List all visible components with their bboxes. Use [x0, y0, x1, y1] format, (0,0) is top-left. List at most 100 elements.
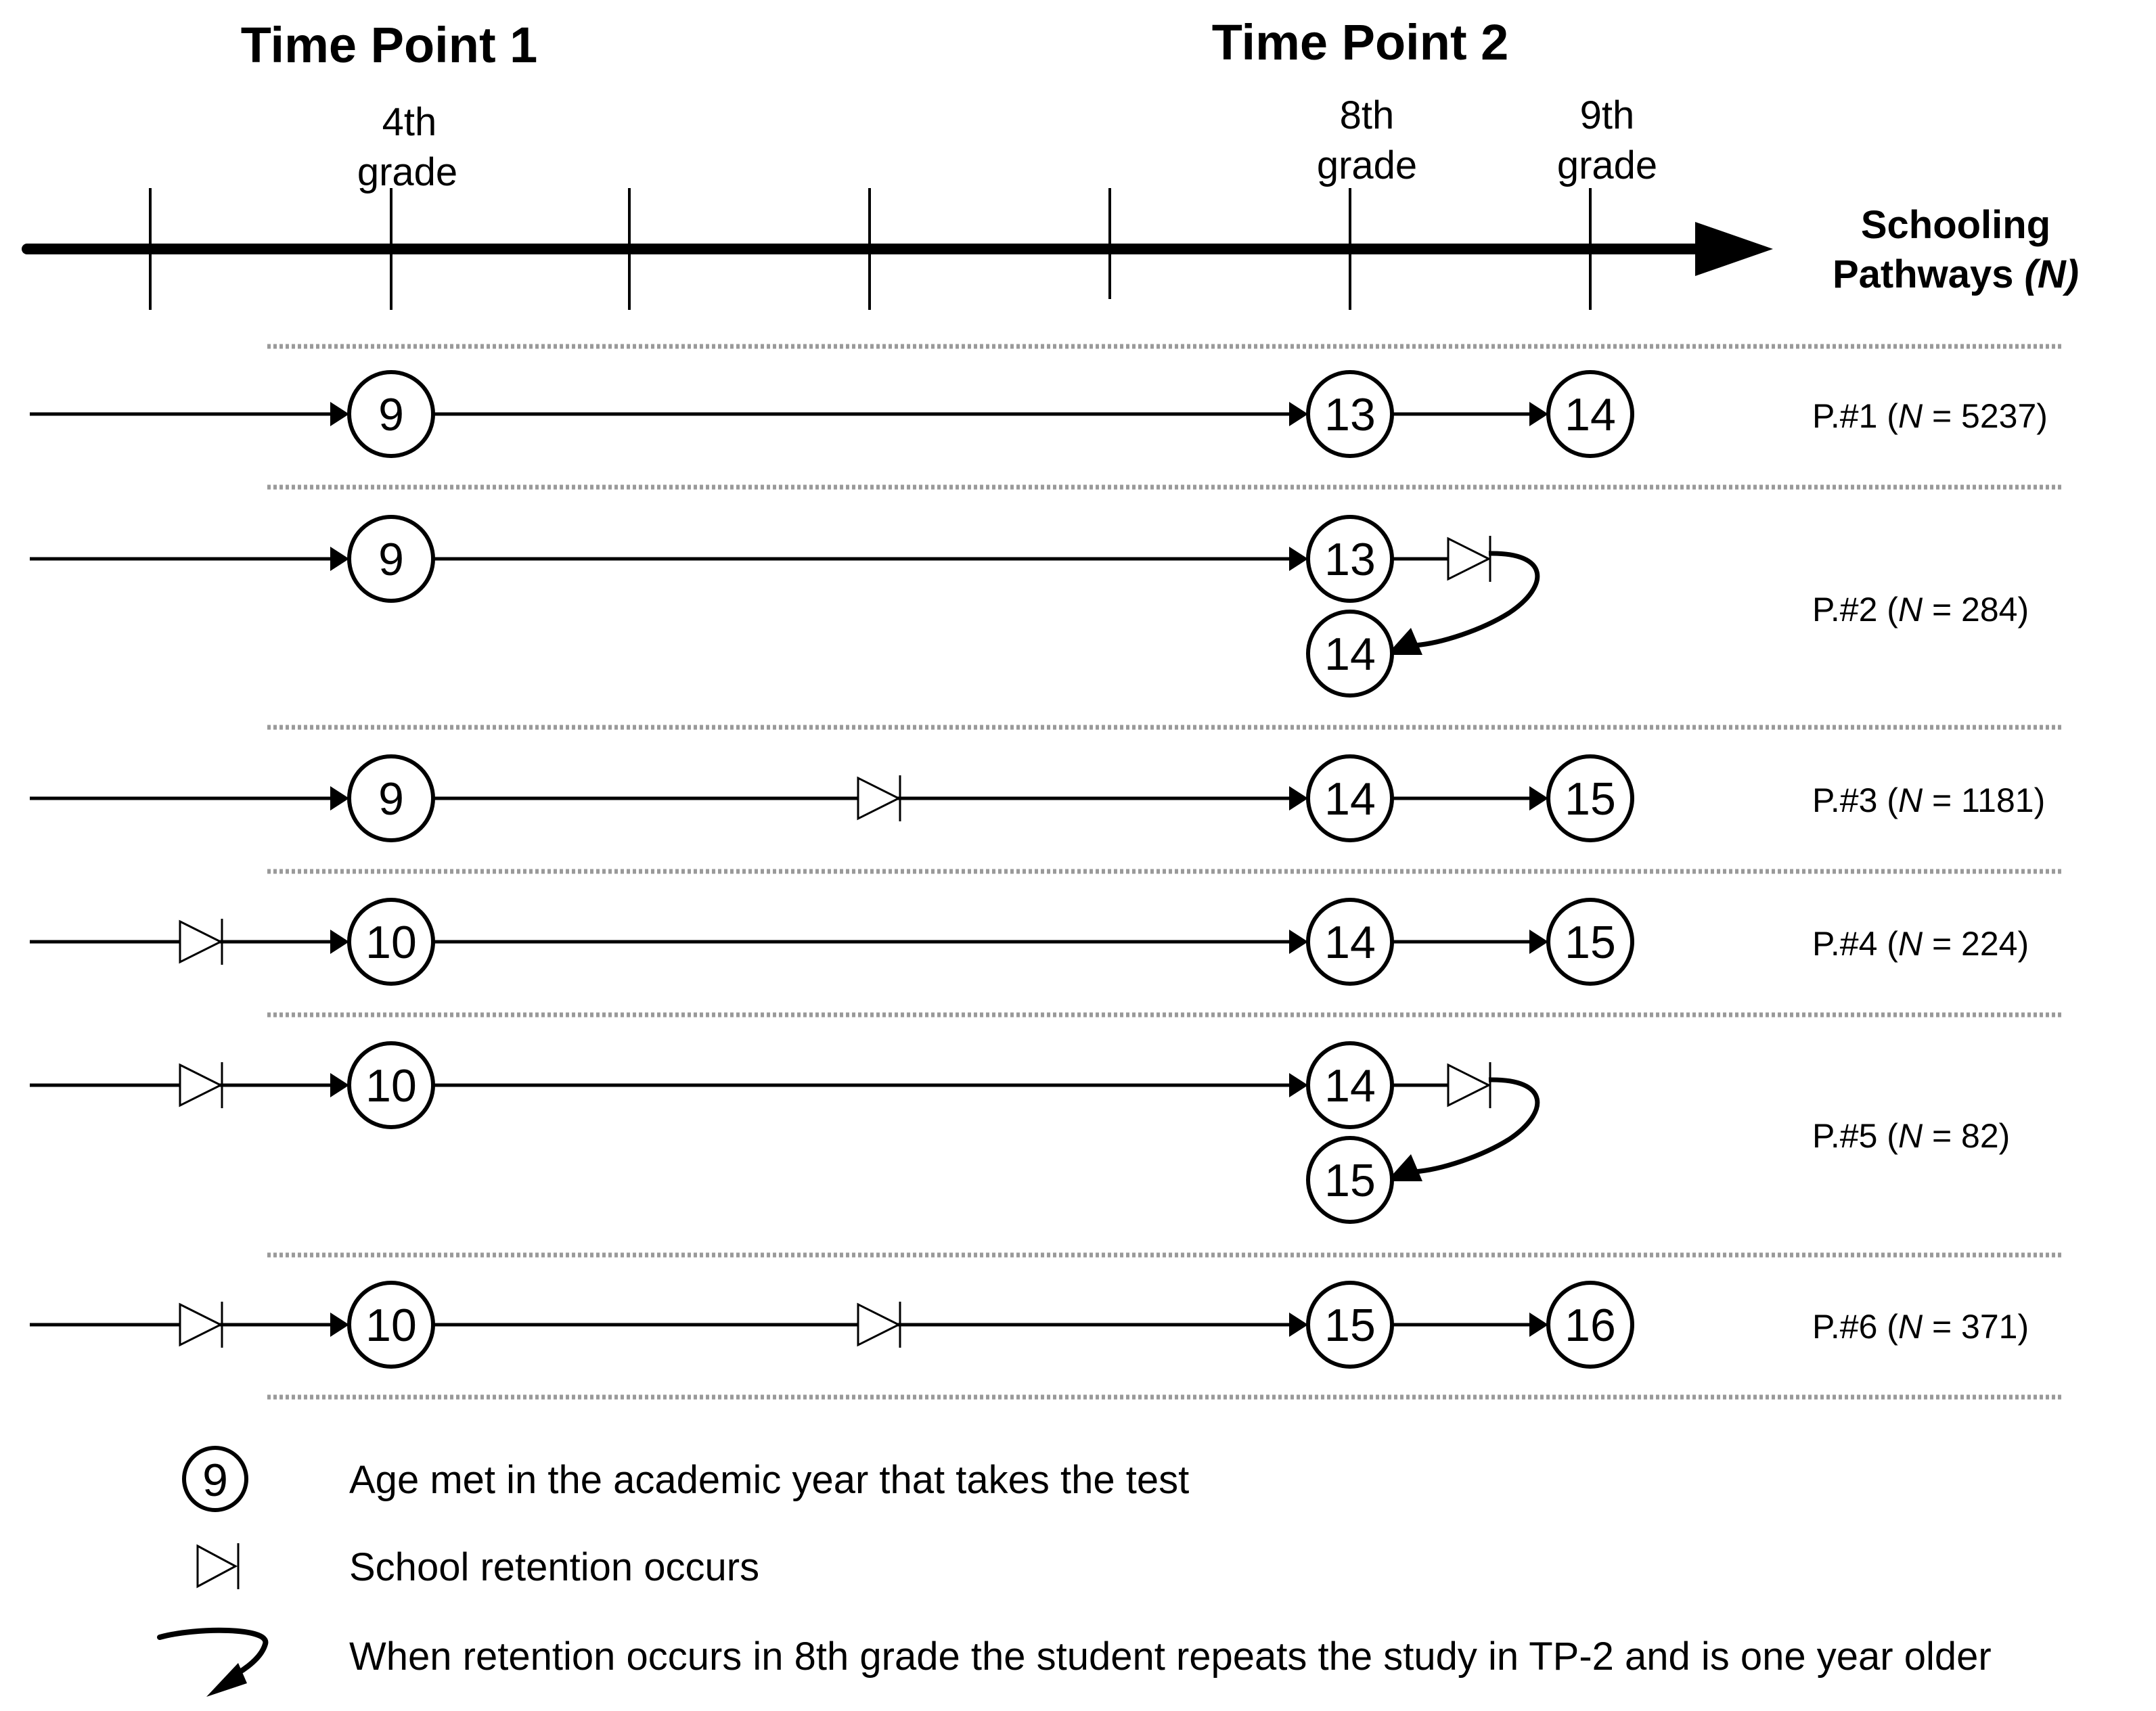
- age-tp1-label: 10: [365, 1060, 417, 1112]
- pathway-arrowhead: [330, 786, 349, 811]
- pathway-arrowhead: [1529, 1313, 1548, 1337]
- grade-label-4th-line2: grade: [357, 150, 457, 194]
- time-point-1-title: Time Point 1: [241, 17, 538, 73]
- age-tp2-next-circle: [1546, 754, 1634, 842]
- pathway-label: P.#6 (N = 371): [1812, 1308, 2029, 1346]
- pathway-arrowhead: [1289, 402, 1308, 426]
- repeat-curve-arrowhead: [1387, 628, 1422, 655]
- pathway-row-4: 10 14 15 P.#4 (N = 224): [30, 898, 2029, 986]
- legend-age-text: Age met in the academic year that takes …: [349, 1458, 1189, 1502]
- pathway-arrowhead: [1289, 547, 1308, 571]
- pathway-label-value: = 224): [1923, 925, 2029, 963]
- grade-label-8th-line1: 8th: [1340, 93, 1395, 137]
- pathway-label-n: N: [1898, 781, 1923, 819]
- time-point-2-title: Time Point 2: [1212, 14, 1509, 70]
- pathway-arrowhead: [330, 1313, 349, 1337]
- pathways-heading-word: Pathways: [1833, 252, 2014, 296]
- repeat-curve-arrowhead: [1387, 1154, 1422, 1181]
- pathway-arrowhead: [330, 930, 349, 954]
- pathway-label-n: N: [1898, 1308, 1923, 1346]
- pathway-label-value: = 1181): [1923, 781, 2045, 819]
- age-tp1-circle: [347, 515, 435, 603]
- pathway-label: P.#4 (N = 224): [1812, 925, 2029, 963]
- retention-marker-icon: [179, 1062, 223, 1108]
- pathway-row-5: 10 14 15 P.#5 (N = 82): [30, 1041, 2010, 1224]
- pathway-label-prefix: P.#4 (: [1812, 925, 1898, 963]
- pathway-label: P.#2 (N = 284): [1812, 591, 2029, 629]
- age-tp1-label: 9: [378, 534, 404, 585]
- age-repeat-label: 14: [1324, 629, 1376, 680]
- age-tp1-circle: [347, 754, 435, 842]
- legend-age-circle-icon: [182, 1446, 248, 1512]
- retention-marker-icon: [179, 919, 223, 965]
- pathway-label-value: = 284): [1923, 591, 2029, 629]
- pathway-label-value: = 371): [1923, 1308, 2029, 1346]
- pathway-label-n: N: [1898, 1117, 1923, 1155]
- repeat-curve-arrow: [1414, 551, 1540, 648]
- pathway-label: P.#5 (N = 82): [1812, 1117, 2010, 1155]
- pathway-label-value: = 82): [1923, 1117, 2010, 1155]
- grade-label-4th-line1: 4th: [382, 100, 437, 144]
- age-tp2-next-circle: [1546, 898, 1634, 986]
- pathway-arrowhead: [330, 402, 349, 426]
- age-tp2-label: 15: [1324, 1300, 1376, 1351]
- pathway-label-prefix: P.#2 (: [1812, 591, 1898, 629]
- row-separators: [267, 344, 2064, 1400]
- retention-marker-icon: [1447, 1062, 1491, 1108]
- pathway-arrowhead: [1289, 1313, 1308, 1337]
- pathway-arrowhead: [1529, 402, 1548, 426]
- legend-age-symbol: 9: [202, 1455, 228, 1506]
- pathway-label-prefix: P.#3 (: [1812, 781, 1898, 819]
- age-tp2-next-circle: [1546, 1281, 1634, 1369]
- pathway-label: P.#1 (N = 5237): [1812, 397, 2048, 435]
- age-tp2-next-label: 15: [1565, 917, 1616, 968]
- age-repeat-label: 15: [1324, 1155, 1376, 1206]
- age-tp1-circle: [347, 1281, 435, 1369]
- age-tp1-label: 9: [378, 389, 404, 440]
- grade-label-9th-line1: 9th: [1580, 93, 1635, 137]
- legend-curved-arrow-icon: [157, 1627, 269, 1697]
- repeat-curve-arrow: [1414, 1077, 1540, 1174]
- pathway-row-1: 9 13 14 P.#1 (N = 5237): [30, 370, 2048, 458]
- age-tp2-label: 14: [1324, 773, 1376, 825]
- age-tp1-circle: [347, 898, 435, 986]
- age-tp2-next-circle: [1546, 370, 1634, 458]
- grade-label-8th-line2: grade: [1317, 143, 1417, 187]
- pathway-arrowhead: [1529, 930, 1548, 954]
- legend: 9 Age met in the academic year that take…: [157, 1446, 1992, 1697]
- pathway-row-2: 9 13 14 P.#2 (N = 284): [30, 515, 2029, 698]
- age-tp1-circle: [347, 370, 435, 458]
- pathway-row-3: 9 14 15 P.#3 (N = 1181): [30, 754, 2045, 842]
- retention-marker-icon: [857, 1302, 901, 1348]
- pathways-heading-n: (N): [2025, 252, 2080, 296]
- age-tp2-next-label: 14: [1565, 389, 1616, 440]
- legend-retention-icon: [196, 1543, 240, 1589]
- age-tp1-circle: [347, 1041, 435, 1129]
- age-repeat-circle: [1306, 1136, 1394, 1224]
- pathway-arrowhead: [330, 1073, 349, 1097]
- pathways-heading-line1: Schooling: [1861, 203, 2050, 247]
- retention-marker-icon: [179, 1302, 223, 1348]
- pathway-label-n: N: [1898, 925, 1923, 963]
- age-tp1-label: 9: [378, 773, 404, 825]
- age-tp2-label: 13: [1324, 534, 1376, 585]
- age-tp2-label: 14: [1324, 917, 1376, 968]
- legend-repeat-text: When retention occurs in 8th grade the s…: [349, 1635, 1992, 1679]
- grade-label-9th-line2: grade: [1557, 143, 1657, 187]
- age-tp2-next-label: 15: [1565, 773, 1616, 825]
- pathway-label: P.#3 (N = 1181): [1812, 781, 2045, 819]
- pathway-arrowhead: [1289, 1073, 1308, 1097]
- pathway-label-n: N: [1898, 397, 1923, 435]
- age-repeat-circle: [1306, 610, 1394, 698]
- age-tp2-label: 14: [1324, 1060, 1376, 1112]
- age-tp2-next-label: 16: [1565, 1300, 1616, 1351]
- pathway-label-prefix: P.#6 (: [1812, 1308, 1898, 1346]
- age-tp2-label: 13: [1324, 389, 1376, 440]
- age-tp1-label: 10: [365, 917, 417, 968]
- retention-marker-icon: [1447, 536, 1491, 582]
- pathway-label-prefix: P.#1 (: [1812, 397, 1898, 435]
- pathway-arrowhead: [1289, 786, 1308, 811]
